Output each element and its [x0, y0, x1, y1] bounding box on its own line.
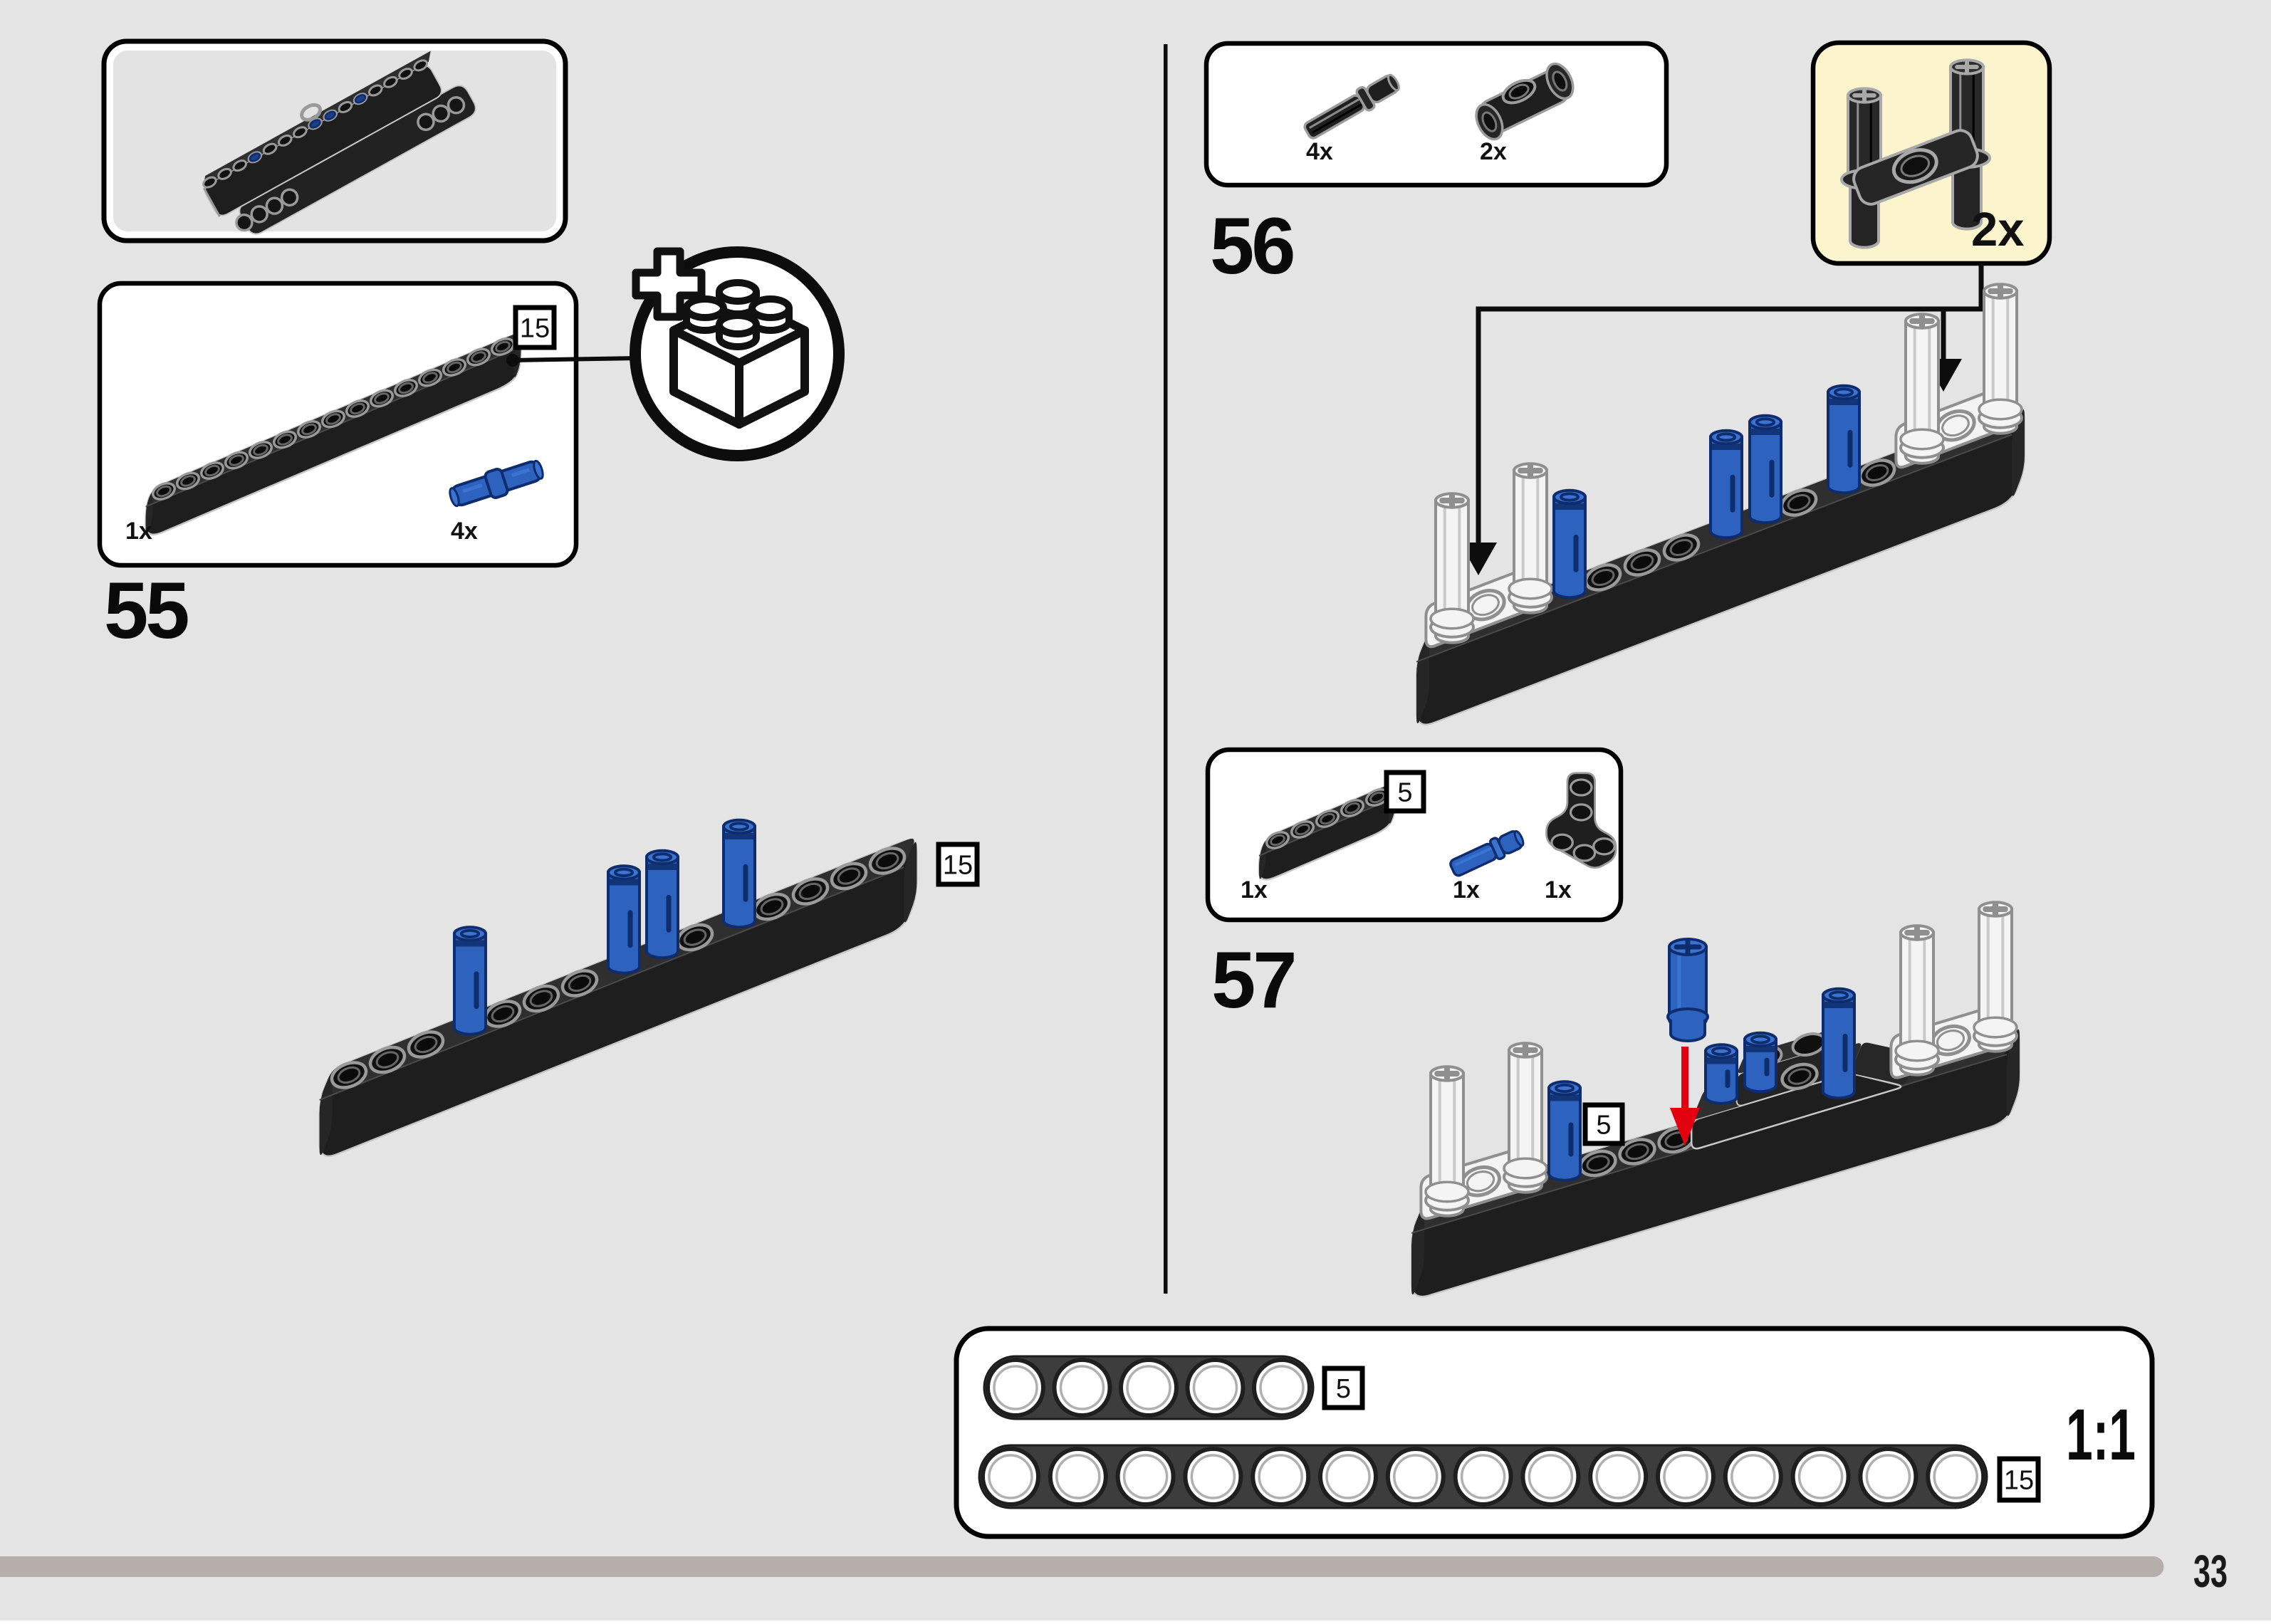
svg-text:15: 15 [2004, 1466, 2034, 1496]
svg-text:1x: 1x [1453, 876, 1480, 903]
svg-text:55: 55 [104, 566, 188, 655]
svg-text:15: 15 [520, 314, 550, 344]
svg-text:33: 33 [2193, 1546, 2228, 1597]
svg-text:1x: 1x [125, 518, 152, 545]
svg-text:56: 56 [1210, 201, 1293, 290]
svg-text:1x: 1x [1545, 876, 1572, 903]
svg-text:15: 15 [943, 851, 973, 881]
svg-text:5: 5 [1397, 778, 1412, 808]
svg-text:2x: 2x [1971, 203, 2025, 256]
svg-text:4x: 4x [1306, 138, 1333, 165]
svg-text:1:1: 1:1 [2066, 1394, 2136, 1475]
svg-text:4x: 4x [451, 518, 478, 545]
svg-text:2x: 2x [1480, 138, 1507, 165]
svg-text:57: 57 [1211, 936, 1295, 1025]
svg-text:1x: 1x [1241, 876, 1268, 903]
svg-text:5: 5 [1336, 1374, 1351, 1404]
svg-text:5: 5 [1596, 1111, 1611, 1141]
